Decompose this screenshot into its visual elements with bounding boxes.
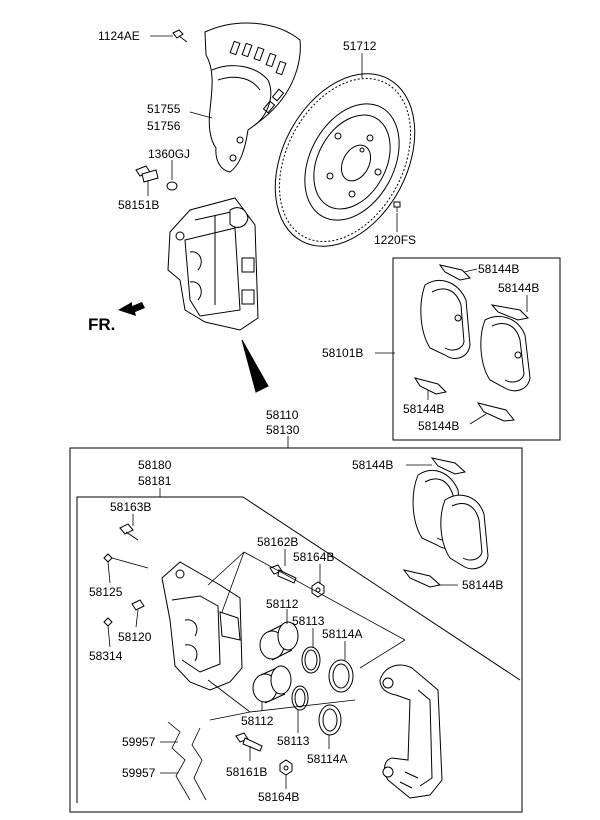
label-58164b-a: 58164B — [293, 550, 334, 564]
label-1360gj: 1360GJ — [148, 147, 190, 161]
label-58151b: 58151B — [118, 198, 159, 212]
dust-shield — [204, 22, 301, 173]
label-51755: 51755 — [147, 102, 181, 116]
pad-kit-box — [392, 257, 561, 441]
piston-58112-lower — [252, 665, 292, 704]
label-58120: 58120 — [118, 630, 152, 644]
screw-1220fs — [393, 201, 401, 212]
label-58314: 58314 — [89, 649, 123, 663]
label-58180: 58180 — [138, 458, 172, 472]
label-1220fs: 1220FS — [374, 233, 416, 247]
guide-bolt-58162b — [269, 564, 297, 584]
caliper-bracket — [379, 664, 443, 799]
hub-lines-59957 — [167, 721, 207, 801]
label-58144b-c: 58144B — [403, 402, 444, 416]
label-58162b: 58162B — [257, 535, 298, 549]
label-58125: 58125 — [89, 585, 123, 599]
label-58113-a: 58113 — [292, 614, 325, 628]
label-59957-a: 59957 — [122, 735, 156, 749]
label-58112-b: 58112 — [241, 714, 274, 728]
label-59957-b: 59957 — [122, 766, 156, 780]
label-58144b-e: 58144B — [352, 458, 393, 472]
brake-pads-top — [413, 264, 531, 422]
label-58101b: 58101B — [322, 346, 363, 360]
label-51756: 51756 — [147, 119, 181, 133]
label-58114a-a: 58114A — [322, 627, 362, 641]
label-58144b-a: 58144B — [478, 262, 519, 276]
bolt-1124ae — [172, 29, 188, 43]
front-label: FR. — [88, 315, 115, 334]
cap-58314 — [103, 617, 113, 627]
direction-arrow — [241, 339, 269, 393]
label-58110: 58110 — [266, 408, 299, 422]
caliper-housing — [161, 561, 243, 691]
part-labels: 1124AE 51712 51755 51756 1360GJ 58151B 1… — [89, 29, 539, 804]
label-58130: 58130 — [266, 423, 300, 437]
label-58164b-b: 58164B — [258, 790, 299, 804]
label-1124ae: 1124AE — [98, 29, 140, 43]
label-58161b: 58161B — [226, 765, 267, 779]
bleeder-58125 — [103, 553, 149, 569]
washer-1360gj — [166, 181, 178, 191]
front-direction-indicator: FR. — [88, 302, 145, 334]
brake-rotor — [274, 73, 416, 247]
brake-pads-bottom — [402, 457, 489, 588]
guide-bolt-58161b — [235, 732, 263, 752]
bleeder-58120 — [131, 599, 145, 611]
piston-58112-upper — [259, 621, 299, 661]
bushing-58164b-lower — [279, 759, 293, 776]
guide-bolt-58163b — [119, 523, 139, 541]
caliper-assembly-box — [69, 447, 523, 813]
label-58144b-f: 58144B — [462, 578, 503, 592]
label-58112-a: 58112 — [266, 597, 299, 611]
label-58144b-d: 58144B — [418, 419, 459, 433]
label-58114a-b: 58114A — [307, 752, 347, 766]
label-51712: 51712 — [343, 39, 377, 53]
label-58163b: 58163B — [110, 500, 151, 514]
leader-lines — [107, 35, 528, 789]
bolt-58151b — [135, 165, 159, 183]
caliper-assembly-top — [167, 197, 259, 331]
label-58113-b: 58113 — [277, 734, 310, 748]
label-58144b-b: 58144B — [498, 281, 539, 295]
label-58181: 58181 — [138, 474, 172, 488]
